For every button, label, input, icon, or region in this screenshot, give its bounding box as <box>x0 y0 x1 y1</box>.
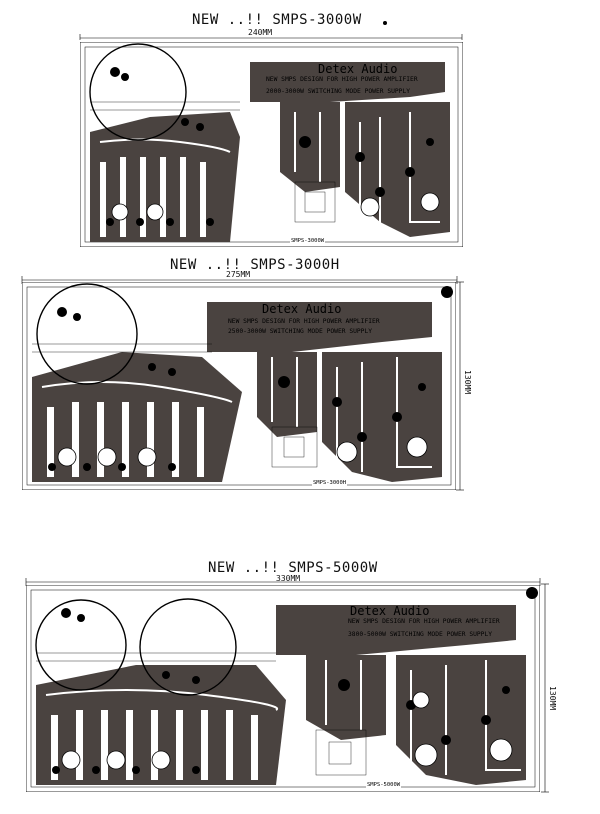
board-3-silk-label: SMPS-5000W <box>366 782 402 788</box>
board-2-dimension-lines <box>21 276 464 491</box>
board-2-pcb <box>22 282 456 490</box>
board-3-height-label: 130MM <box>548 686 557 711</box>
board-2-width-label: 275MM <box>226 270 251 279</box>
board-1-silk-label: SMPS-3000W <box>290 238 326 244</box>
board-1-pcb <box>80 42 463 247</box>
board-2-subtitle: NEW SMPS DESIGN FOR HIGH POWER AMPLIFIER <box>228 318 380 325</box>
board-3-spec: 3800-5000W SWITCHING MODE POWER SUPPLY <box>348 631 493 638</box>
board-1-width-label: 240MM <box>248 28 273 37</box>
board-1-title: NEW ..!! SMPS-3000W <box>192 12 362 28</box>
board-3-subtitle: NEW SMPS DESIGN FOR HIGH POWER AMPLIFIER <box>348 618 500 625</box>
board-3-width-label: 330MM <box>276 574 301 583</box>
board-2-height-label: 130MM <box>463 370 472 395</box>
board-2-spec: 2500-3000W SWITCHING MODE POWER SUPPLY <box>228 328 373 335</box>
board-1-spec: 2000-3000W SWITCHING MODE POWER SUPPLY <box>266 88 411 95</box>
board-1-subtitle: NEW SMPS DESIGN FOR HIGH POWER AMPLIFIER <box>266 76 418 83</box>
board-1-brand: Detex Audio <box>318 62 398 76</box>
board-3-title: NEW ..!! SMPS-5000W <box>208 560 378 576</box>
board-3-pcb <box>26 585 540 792</box>
board-2-title: NEW ..!! SMPS-3000H <box>170 257 340 273</box>
board-3-dimension-lines <box>25 578 549 793</box>
board-2-silk-label: SMPS-3000H <box>312 480 348 486</box>
board-1-dimension-line <box>79 21 463 40</box>
board-3-brand: Detex Audio <box>350 604 430 618</box>
board-2-brand: Detex Audio <box>262 302 342 316</box>
